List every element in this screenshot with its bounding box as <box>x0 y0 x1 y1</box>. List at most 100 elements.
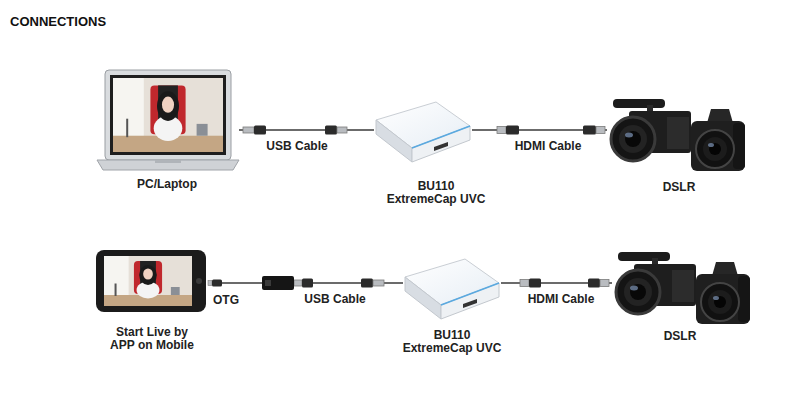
usb-plug-body <box>302 279 313 288</box>
cable-label: USB Cable <box>304 293 365 306</box>
photo-tripod <box>126 119 128 138</box>
hdmi-plug-tip <box>596 127 605 134</box>
usb-plug-body <box>325 126 337 135</box>
screen-photo <box>113 78 223 152</box>
node-caption: PC/Laptop <box>117 178 217 191</box>
node-caption-group: DSLR <box>639 181 719 194</box>
dslr-node: DSLR <box>612 246 750 360</box>
camera-lens <box>701 283 739 321</box>
camera-body <box>696 274 750 324</box>
otg-illustration <box>262 275 294 291</box>
camcorder-lens <box>616 270 660 314</box>
camera-lens <box>696 130 734 168</box>
photo-item <box>171 287 180 295</box>
lens-glint <box>625 133 633 138</box>
laptop-illustration <box>97 68 239 170</box>
hdmi-plug-body <box>583 126 596 135</box>
node-caption-group: BU110 ExtremeCap UVC <box>400 329 504 355</box>
node-caption: DSLR <box>639 181 719 194</box>
phone-button <box>196 278 202 284</box>
mic <box>613 99 665 108</box>
diagram-title: CONNECTIONS <box>10 14 106 29</box>
box-side <box>376 120 412 162</box>
lens-glint <box>630 286 638 291</box>
usb-plug-tip <box>337 127 347 133</box>
box-illustration <box>374 96 472 168</box>
otg-adapter <box>262 276 294 290</box>
box-port <box>434 142 448 151</box>
photo-tripod <box>115 284 117 297</box>
hdmi-plug-body <box>588 279 600 288</box>
otg-port <box>265 280 271 286</box>
node-caption: OTG <box>206 294 246 307</box>
cable-line <box>472 129 607 131</box>
lens-glass <box>625 131 641 147</box>
hdmi-plug-tip <box>497 127 506 134</box>
photo-hair <box>157 91 179 121</box>
node-caption-group: OTG <box>206 294 246 307</box>
node-caption: Start Live by APP on Mobile <box>104 326 200 352</box>
box-port <box>463 299 477 308</box>
box-node: BU110 ExtremeCap UVC <box>403 253 501 359</box>
node-caption: BU110 ExtremeCap UVC <box>384 180 488 206</box>
node-caption-group: PC/Laptop <box>117 178 217 191</box>
node-caption: DSLR <box>640 330 720 343</box>
usb-plug-tip <box>243 127 254 133</box>
cable-line <box>501 282 612 284</box>
lens-glass <box>709 143 721 155</box>
node-caption-group: Start Live by APP on Mobile <box>104 326 200 352</box>
lens-ring <box>619 125 647 153</box>
cable-label: USB Cable <box>266 140 327 153</box>
lens-ring <box>703 137 727 161</box>
cable-line <box>294 282 403 284</box>
cable-label: HDMI Cable <box>528 293 595 306</box>
camcorder-lens <box>611 117 655 161</box>
hdmi-plug-tip <box>520 280 529 287</box>
hdmi-plug-tip <box>600 280 609 287</box>
dslr-illustration <box>612 246 750 326</box>
laptop-base <box>97 160 239 170</box>
box-front <box>441 283 499 319</box>
camera-body <box>691 121 745 171</box>
mic <box>618 252 670 261</box>
usb-plug-body <box>361 279 373 288</box>
laptop-node: PC/Laptop <box>97 68 239 208</box>
cable-label: HDMI Cable <box>515 140 582 153</box>
hdmi-plug-body <box>529 279 541 288</box>
photo-face <box>162 97 174 113</box>
node-caption-group: BU110 ExtremeCap UVC <box>384 180 488 206</box>
cable-line <box>208 282 262 284</box>
camera-prism <box>707 109 733 123</box>
phone-body <box>96 250 206 312</box>
node-caption-group: DSLR <box>640 330 720 343</box>
camera-grip <box>738 276 750 322</box>
photo-hair <box>139 265 157 285</box>
box-side <box>405 277 441 319</box>
laptop-bezel <box>110 75 226 155</box>
lens-glint <box>713 296 719 300</box>
lens-glass <box>714 296 726 308</box>
screen-photo <box>104 256 192 306</box>
dslr-node: DSLR <box>607 93 747 211</box>
usb-plug-tip <box>294 280 302 286</box>
usb-plug-tip <box>373 280 384 286</box>
micro-usb-body <box>212 280 222 287</box>
camera-prism <box>712 262 738 276</box>
phone-illustration <box>96 248 208 314</box>
lens-glass <box>630 284 646 300</box>
hdmi-plug-body <box>506 126 519 135</box>
photo-face <box>143 269 153 280</box>
box-illustration <box>403 253 501 325</box>
lens-glint <box>708 143 714 147</box>
laptop-notch <box>155 160 181 163</box>
otg-node: OTG <box>262 275 294 324</box>
cable-line <box>239 129 374 131</box>
micro-usb-tip <box>208 281 212 286</box>
camera-grip <box>733 123 745 169</box>
camcorder-panel <box>672 270 694 302</box>
lens-ring <box>708 290 732 314</box>
dslr-illustration <box>607 93 747 173</box>
